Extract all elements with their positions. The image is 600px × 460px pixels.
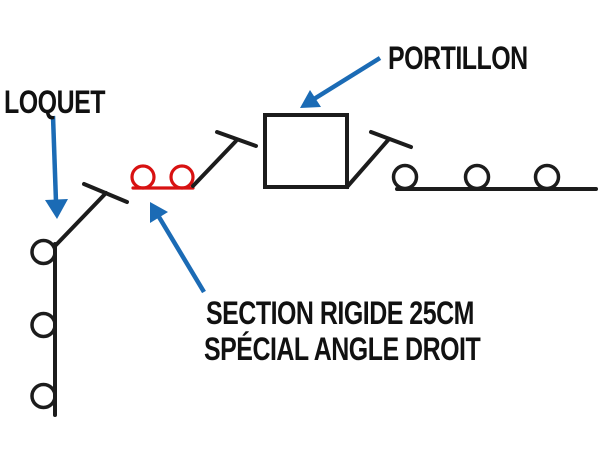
fence-line-left — [30, 238, 57, 417]
gate-right-post — [345, 130, 413, 189]
post-crossbar — [369, 130, 413, 149]
insulator-ring-icon — [463, 163, 491, 191]
insulator-ring-icon — [30, 382, 57, 410]
label-section-line1: SECTION RIGIDE 25CM — [206, 295, 474, 331]
gate-square — [263, 113, 349, 189]
loquet-arrow-icon — [45, 115, 68, 219]
fence-line-right — [391, 163, 598, 191]
insulator-ring-icon — [533, 163, 561, 191]
post-crossbar — [215, 130, 258, 148]
label-section-line2: SPÉCIAL ANGLE DROIT — [204, 331, 481, 367]
coil-loop-icon — [169, 164, 195, 190]
post-diagonal — [191, 139, 238, 188]
coil-loop-icon — [130, 164, 156, 190]
latch-post — [53, 182, 129, 248]
insulator-ring-icon — [30, 238, 57, 266]
label-portillon: PORTILLON — [388, 40, 528, 76]
post-diagonal — [345, 137, 391, 189]
post-crossbar — [82, 182, 129, 204]
rigid-section-coil — [130, 164, 195, 190]
post-diagonal — [53, 191, 108, 248]
gate-left-post — [191, 130, 258, 188]
portillon-arrow-icon — [300, 56, 382, 108]
insulator-ring-icon — [30, 311, 57, 339]
label-loquet: LOQUET — [4, 84, 106, 120]
insulator-ring-icon — [391, 163, 419, 191]
section-arrow-icon — [150, 202, 206, 294]
